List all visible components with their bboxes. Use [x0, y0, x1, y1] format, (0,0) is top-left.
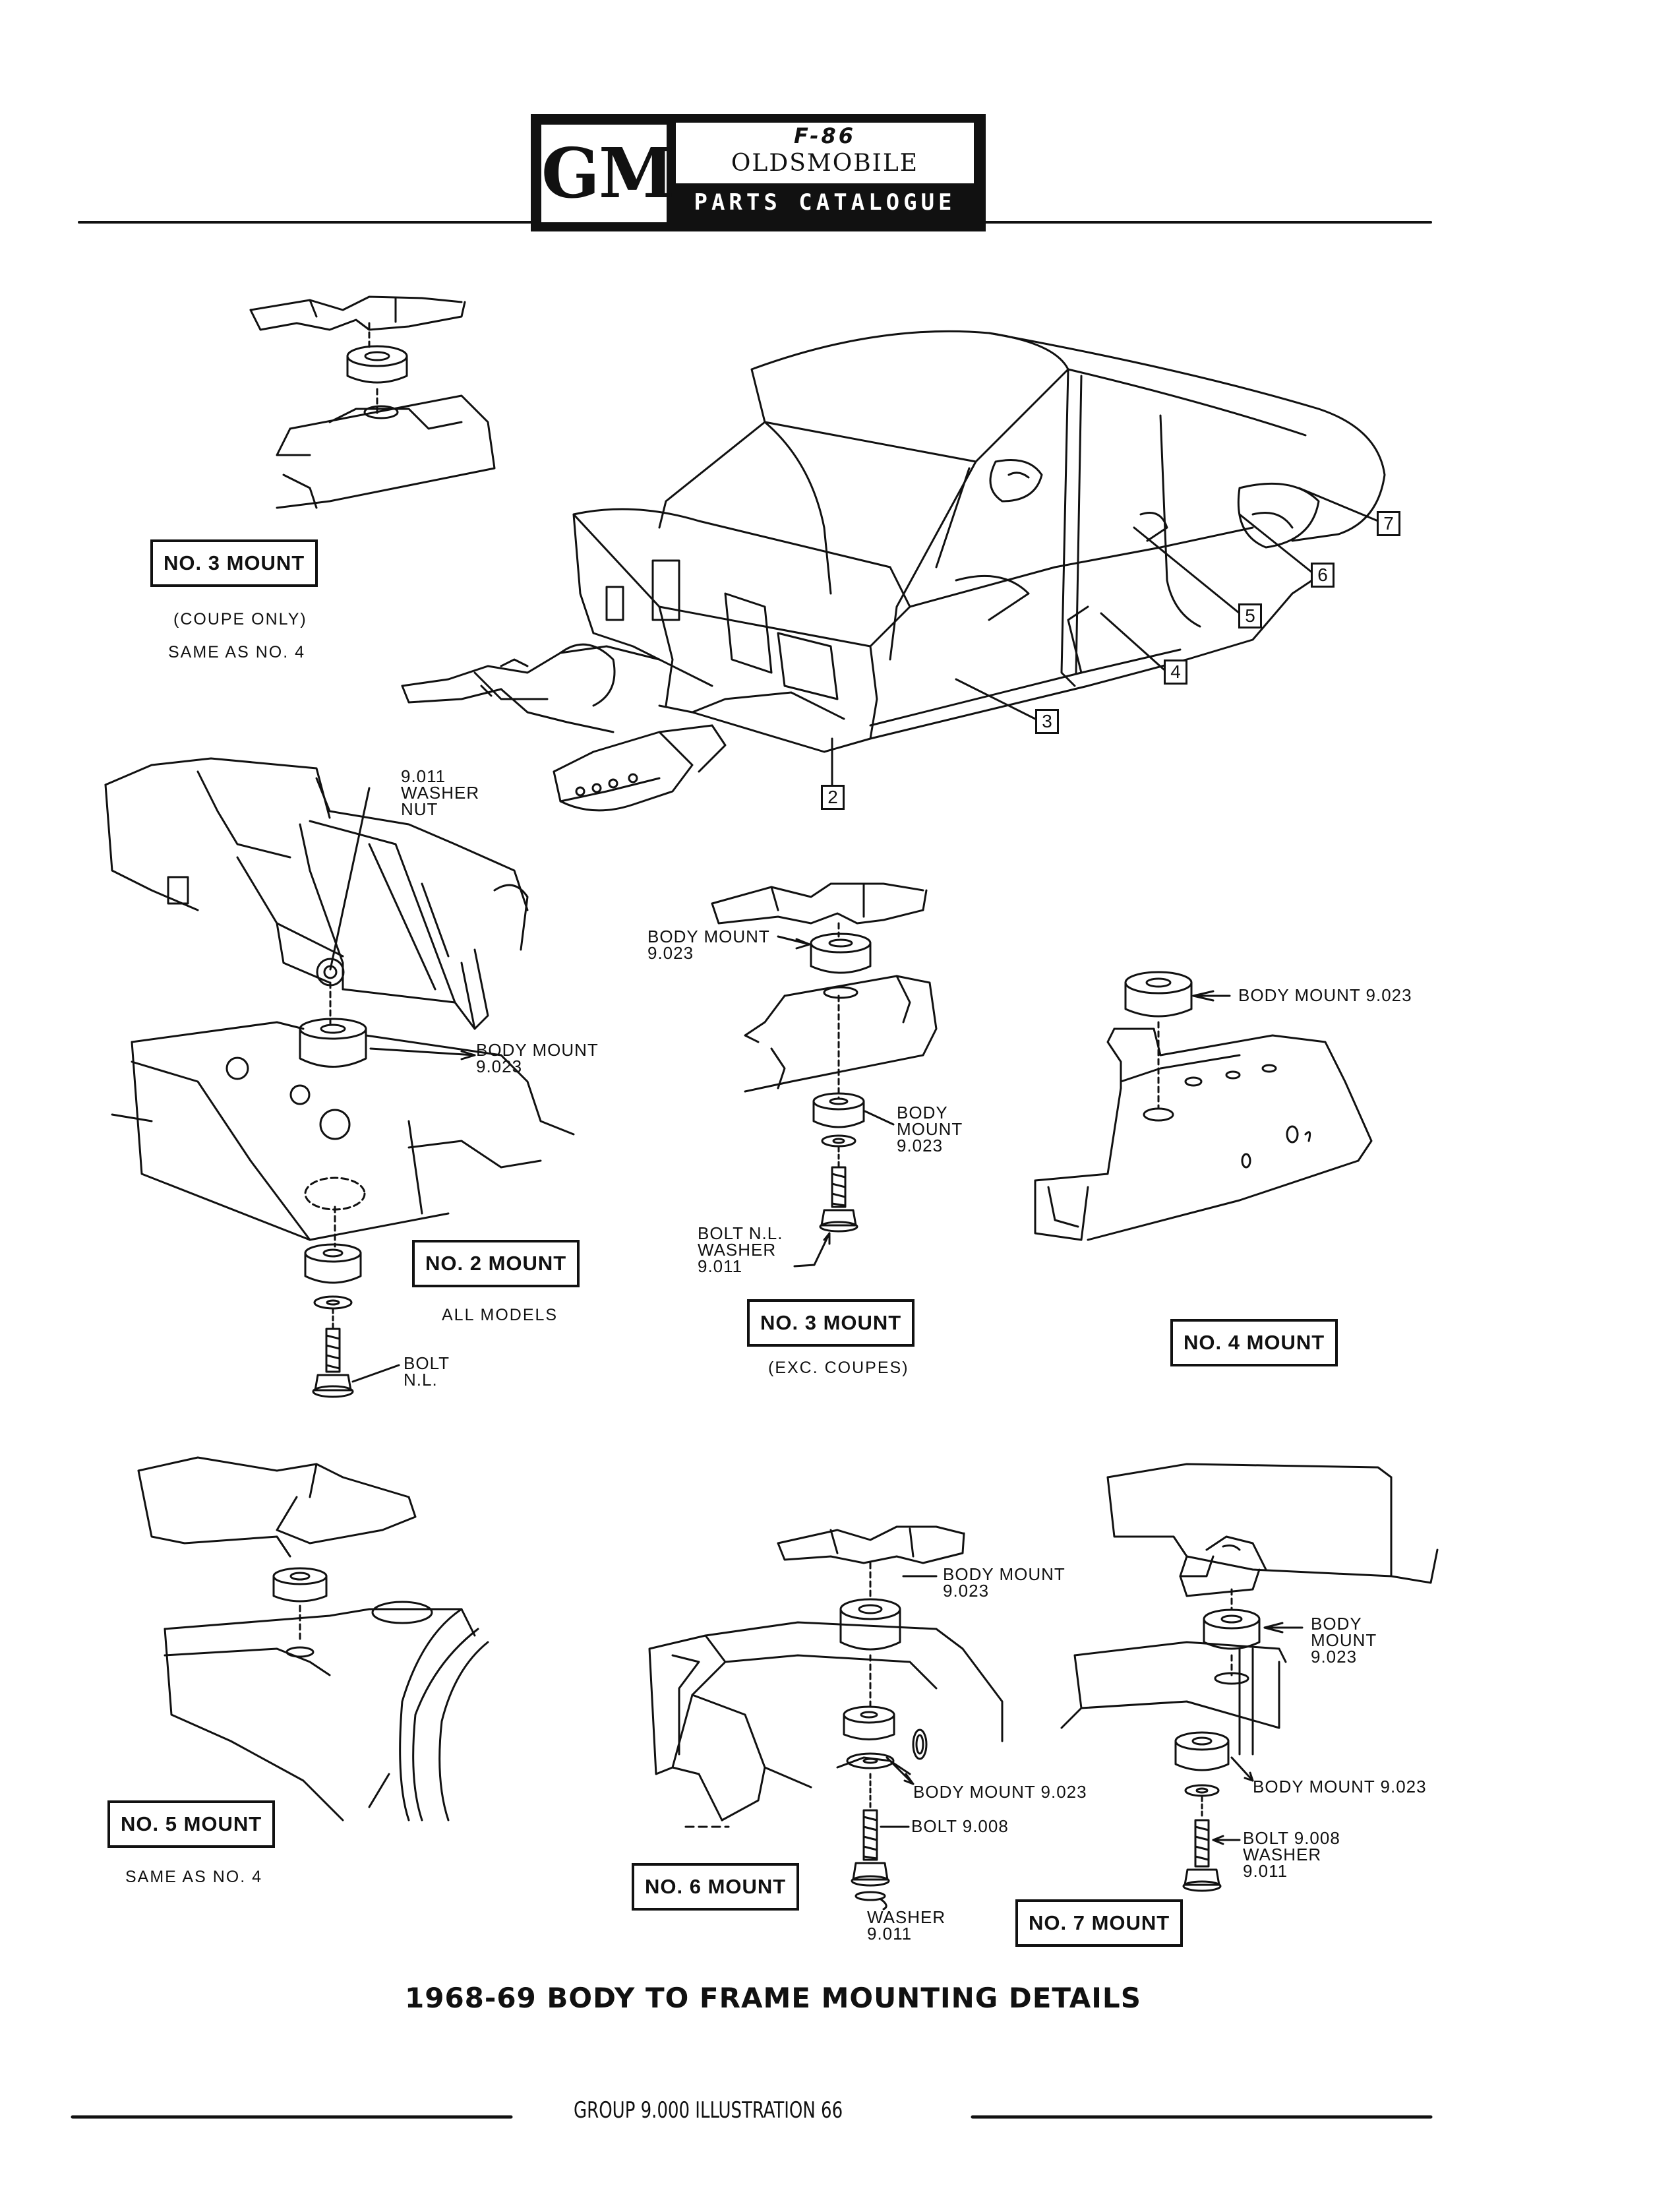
no2-bolt-callout: BOLT N.L. — [404, 1353, 450, 1390]
logo-catalogue: PARTS CATALOGUE — [694, 189, 956, 216]
gm-logo: GM — [539, 123, 675, 224]
no3-coupe-note: (COUPE ONLY) — [173, 610, 307, 628]
no4-body-mount-callout: BODY MOUNT 9.023 — [1238, 985, 1412, 1005]
washer-nut-callout: 9.011 WASHER NUT — [401, 766, 480, 819]
no7-lower-body-mount-callout: BODY MOUNT 9.023 — [1253, 1777, 1427, 1796]
no7-illustration — [1062, 1464, 1437, 1891]
no6-body-mount-callout: BODY MOUNT 9.023 — [943, 1564, 1065, 1601]
no3-exc-note: (EXC. COUPES) — [768, 1359, 909, 1377]
no3-exc-illustration — [712, 884, 936, 1266]
no2-note: ALL MODELS — [442, 1306, 558, 1324]
index-number-4: 4 — [1164, 659, 1187, 685]
index-number-3: 3 — [1035, 709, 1059, 734]
no2-body-mount-callout: BODY MOUNT 9.023 — [476, 1040, 599, 1076]
no2-illustration — [105, 758, 574, 1397]
no5-illustration — [138, 1457, 488, 1820]
no4-mount-label: NO. 4 MOUNT — [1170, 1319, 1338, 1366]
no5-mount-label: NO. 5 MOUNT — [107, 1800, 276, 1848]
no3-bolt-washer-callout: BOLT N.L. WASHER 9.011 — [698, 1223, 783, 1276]
index-number-5: 5 — [1238, 603, 1262, 628]
no5-note: SAME AS NO. 4 — [125, 1868, 263, 1886]
no3-coupe-same-note: SAME AS NO. 4 — [168, 643, 306, 661]
index-number-2: 2 — [821, 785, 845, 810]
index-number-6: 6 — [1311, 563, 1335, 588]
body-shell-illustration — [402, 331, 1385, 811]
no3-coupe-mount-label: NO. 3 MOUNT — [150, 539, 318, 587]
no4-illustration — [1035, 972, 1371, 1240]
logo-script: F-86 — [793, 123, 856, 148]
no3-coupe-illustration — [251, 297, 495, 508]
no6-mount-label: NO. 6 MOUNT — [632, 1863, 800, 1911]
index-number-7: 7 — [1377, 511, 1400, 536]
no7-bolt-washer-callout: BOLT 9.008 WASHER 9.011 — [1243, 1828, 1340, 1881]
no3-exc-mount-label: NO. 3 MOUNT — [747, 1299, 915, 1347]
header-logo: GM F-86 OLDSMOBILE PARTS CATALOGUE — [531, 114, 986, 231]
logo-panel: F-86 OLDSMOBILE — [676, 123, 974, 183]
no3-body-mount-callout: BODY MOUNT 9.023 — [647, 927, 770, 963]
group-footer: GROUP 9.000 ILLUSTRATION 66 — [574, 2097, 843, 2124]
logo-make: OLDSMOBILE — [731, 150, 919, 177]
no6-bolt-callout: BOLT 9.008 — [911, 1816, 1009, 1836]
no3-lower-body-mount-callout: BODY MOUNT 9.023 — [897, 1103, 963, 1155]
no6-lower-body-mount-callout: BODY MOUNT 9.023 — [913, 1782, 1087, 1802]
no6-washer-callout: WASHER 9.011 — [867, 1907, 946, 1944]
no7-mount-label: NO. 7 MOUNT — [1015, 1899, 1184, 1947]
no7-body-mount-callout: BODY MOUNT 9.023 — [1311, 1614, 1377, 1667]
gm-logo-text: GM — [541, 133, 675, 214]
no6-illustration — [649, 1527, 1002, 1909]
no2-mount-label: NO. 2 MOUNT — [412, 1240, 580, 1287]
illustration-title: 1968-69 BODY TO FRAME MOUNTING DETAILS — [405, 1982, 1141, 2014]
